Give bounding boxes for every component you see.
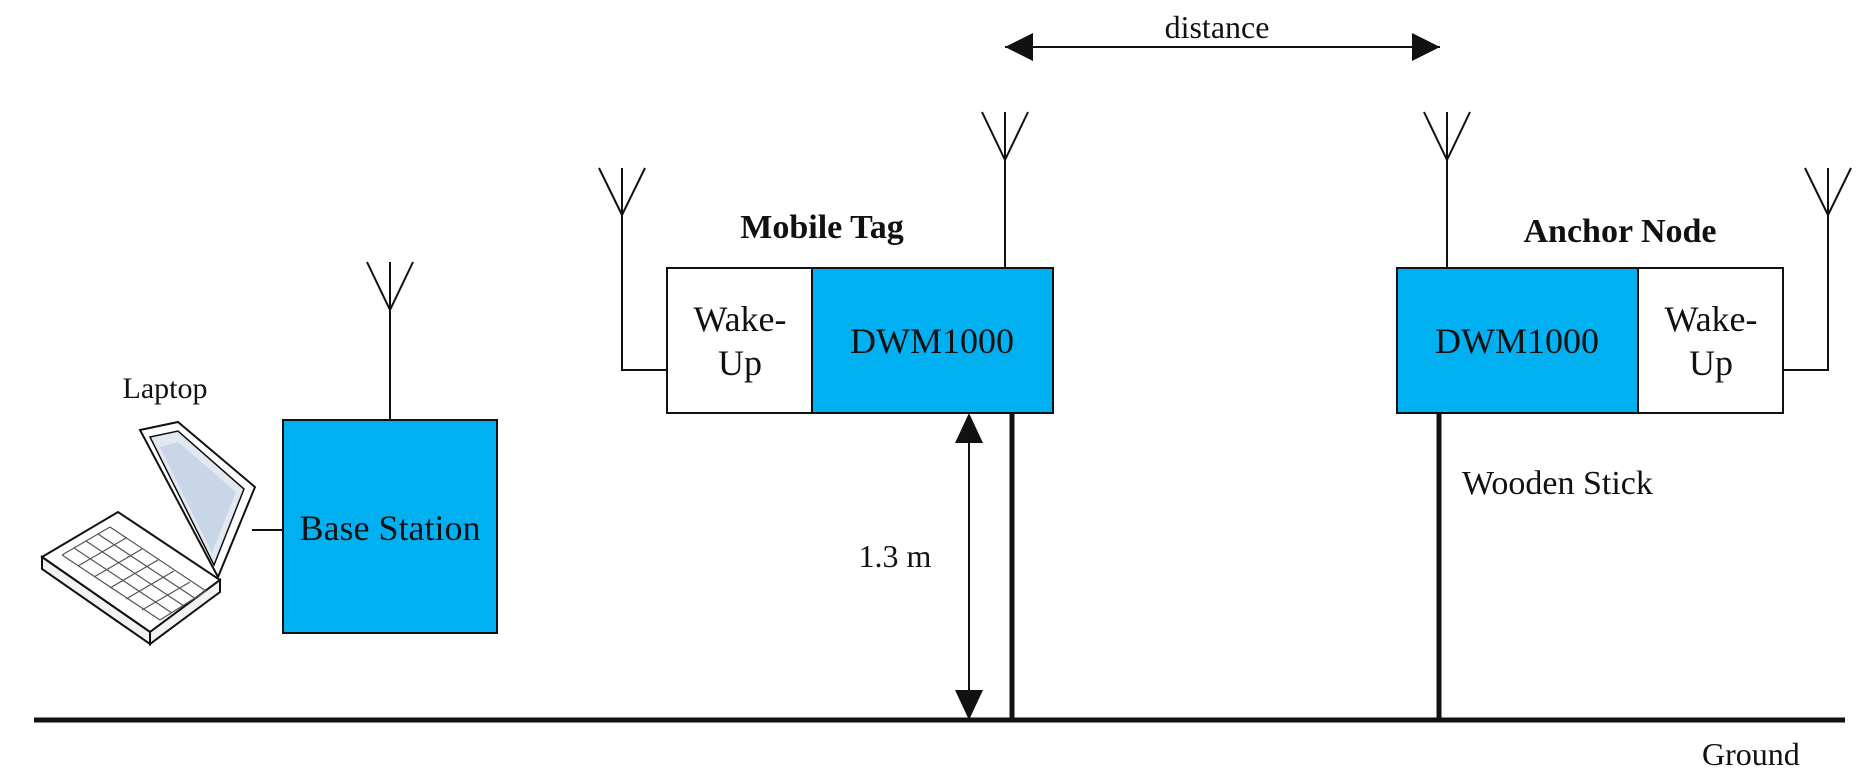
anchor-node-wakeup-line1: Wake- bbox=[1664, 299, 1757, 339]
antenna-icon bbox=[1804, 167, 1852, 216]
laptop-icon bbox=[40, 420, 257, 646]
base-station-label: Base Station bbox=[300, 508, 481, 548]
stick-label: Wooden Stick bbox=[1462, 465, 1653, 502]
distance-arrow bbox=[1005, 33, 1440, 61]
ground-label: Ground bbox=[1702, 736, 1800, 772]
antenna-icon bbox=[366, 261, 414, 311]
anchor-node-wakeup-antenna-wire bbox=[1783, 215, 1829, 371]
anchor-node-wakeup-line2: Up bbox=[1689, 343, 1733, 383]
double-arrow-icon bbox=[955, 413, 983, 720]
antenna-icon bbox=[981, 111, 1029, 161]
distance-label: distance bbox=[1165, 9, 1270, 45]
mobile-tag-wakeup-box bbox=[666, 267, 813, 414]
anchor-node-wakeup-box bbox=[1637, 267, 1784, 414]
antenna-icon bbox=[598, 167, 646, 216]
antenna-icon bbox=[1423, 111, 1471, 161]
anchor-node-module-box bbox=[1396, 267, 1639, 414]
mobile-tag-wakeup-antenna-wire bbox=[621, 215, 667, 371]
laptop-label: Laptop bbox=[123, 372, 208, 405]
mobile-tag-title: Mobile Tag bbox=[740, 209, 903, 246]
height-label: 1.3 m bbox=[859, 538, 932, 574]
mobile-tag-wakeup-line2: Up bbox=[718, 343, 762, 383]
mobile-tag-module-label: DWM1000 bbox=[850, 321, 1014, 361]
base-station-box bbox=[282, 419, 498, 634]
mobile-tag-wakeup-line1: Wake- bbox=[693, 299, 786, 339]
anchor-node-title: Anchor Node bbox=[1524, 213, 1717, 250]
mobile-tag-module-box bbox=[811, 267, 1054, 414]
anchor-node-module-label: DWM1000 bbox=[1435, 321, 1599, 361]
